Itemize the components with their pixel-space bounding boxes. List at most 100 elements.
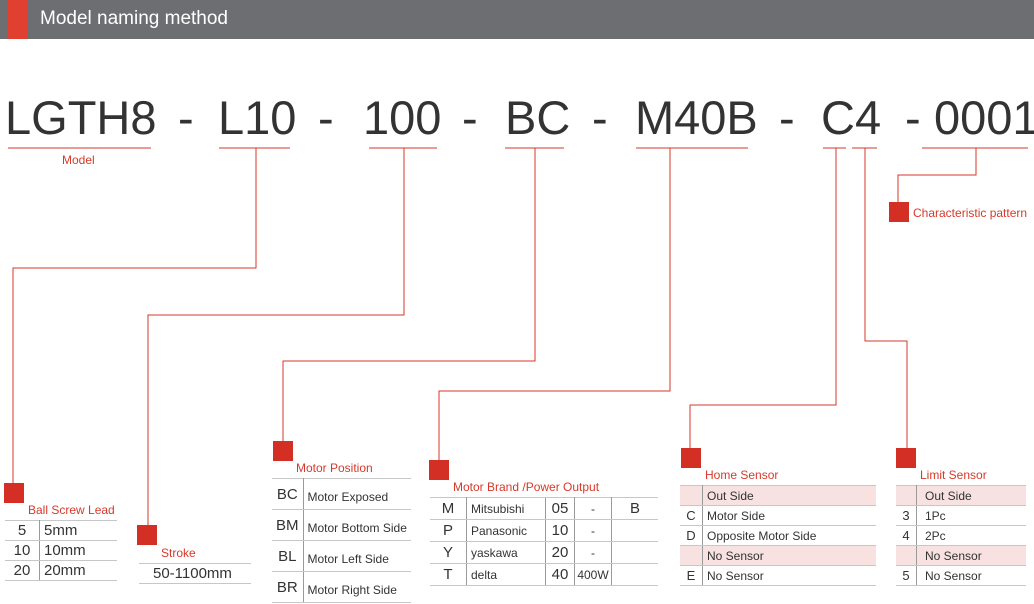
table-cell: 400W [574, 563, 612, 586]
table-cell: E [680, 565, 703, 586]
table-row: BC Motor Exposed [272, 478, 411, 510]
separator: - [318, 91, 334, 144]
table-cell: 5 [5, 520, 40, 541]
segment-motor-position: BC [505, 91, 571, 144]
home-sensor-table: Out Side C Motor Side D Opposite Motor S… [680, 485, 876, 586]
table-cell: Panasonic [466, 519, 546, 542]
marker-square [4, 483, 24, 503]
table-row: T delta 40 400W [430, 563, 658, 586]
table-cell: 5mm [39, 520, 117, 541]
table-cell [896, 545, 917, 566]
table-cell: BC [272, 478, 304, 510]
page-title: Model naming method [40, 8, 228, 29]
table-cell: BM [272, 509, 304, 541]
table-row: 5 5mm [5, 520, 117, 541]
table-row: D Opposite Motor Side [680, 525, 876, 546]
table-cell: Out Side [916, 485, 1026, 506]
table-cell: 10mm [39, 540, 117, 561]
table-cell: - [574, 519, 612, 542]
separator: - [178, 91, 194, 144]
separator: - [462, 91, 478, 144]
segment-model: LGTH8 [5, 91, 157, 144]
table-cell: Out Side [702, 485, 876, 506]
table-cell: BL [272, 540, 304, 572]
table-cell: B [611, 497, 658, 520]
table-cell: Opposite Motor Side [702, 525, 876, 546]
table-row: M Mitsubishi 05 - B [430, 497, 658, 520]
table-row: P Panasonic 10 - [430, 519, 658, 542]
table-row: C Motor Side [680, 505, 876, 526]
table-cell [680, 545, 703, 566]
table-cell [680, 485, 703, 506]
table-row: 20 20mm [5, 560, 117, 581]
limit-sensor-label: Limit Sensor [920, 468, 987, 482]
table-row: 5 No Sensor [896, 565, 1026, 586]
table-row: E No Sensor [680, 565, 876, 586]
segment-lead: L10 [218, 91, 297, 144]
table-cell: No Sensor [916, 565, 1026, 586]
table-cell: No Sensor [916, 545, 1026, 566]
table-cell: 2Pc [916, 525, 1026, 546]
table-cell: Y [430, 541, 467, 564]
table-row: 4 2Pc [896, 525, 1026, 546]
table-cell: 4 [896, 525, 917, 546]
table-cell: 20 [5, 560, 40, 581]
table-cell: 50-1100mm [139, 563, 251, 584]
table-cell: BR [272, 571, 304, 603]
segment-stroke: 100 [363, 91, 442, 144]
header-bar: Model naming method [0, 0, 1034, 39]
marker-square [137, 525, 157, 545]
table-cell: M [430, 497, 467, 520]
table-row: BL Motor Left Side [272, 540, 411, 572]
motor-position-table: BC Motor Exposed BM Motor Bottom Side BL… [272, 478, 411, 603]
table-cell: 10 [5, 540, 40, 561]
table-cell: Mitsubishi [466, 497, 546, 520]
marker-square [889, 202, 909, 222]
table-cell: 20mm [39, 560, 117, 581]
table-cell [611, 563, 658, 586]
table-cell: Motor Bottom Side [303, 509, 411, 541]
table-row: BR Motor Right Side [272, 571, 411, 603]
ball-screw-table: 5 5mm 10 10mm 20 20mm [5, 520, 117, 581]
segment-characteristic: 0001 [934, 91, 1034, 144]
table-cell: Motor Left Side [303, 540, 411, 572]
table-cell: D [680, 525, 703, 546]
segment-sensor: C4 [821, 91, 882, 144]
marker-square [681, 448, 701, 468]
table-row: BM Motor Bottom Side [272, 509, 411, 541]
table-row: 10 10mm [5, 540, 117, 561]
separator: - [779, 91, 795, 144]
table-cell: delta [466, 563, 546, 586]
separator: - [592, 91, 608, 144]
table-cell: 40 [545, 563, 575, 586]
characteristic-label: Characteristic pattern [913, 206, 1028, 220]
table-row: Out Side [680, 485, 876, 506]
motor-position-label: Motor Position [296, 461, 373, 475]
header-accent [7, 0, 27, 39]
table-cell: yaskawa [466, 541, 546, 564]
table-cell: C [680, 505, 703, 526]
table-row: 3 1Pc [896, 505, 1026, 526]
table-cell: Motor Exposed [303, 478, 411, 510]
table-cell: 1Pc [916, 505, 1026, 526]
table-cell: No Sensor [702, 545, 876, 566]
marker-square [429, 460, 449, 480]
table-cell: 5 [896, 565, 917, 586]
stroke-table: 50-1100mm [139, 563, 251, 584]
table-cell [611, 519, 658, 542]
table-cell: 10 [545, 519, 575, 542]
motor-brand-label: Motor Brand /Power Output [453, 480, 600, 494]
table-cell: P [430, 519, 467, 542]
stroke-label: Stroke [161, 546, 196, 560]
table-cell: Motor Side [702, 505, 876, 526]
table-row: No Sensor [896, 545, 1026, 566]
model-label: Model [62, 153, 95, 167]
table-cell: Motor Right Side [303, 571, 411, 603]
limit-sensor-table: Out Side 3 1Pc 4 2Pc No Sensor 5 No Sens… [896, 485, 1026, 586]
ball-screw-label: Ball Screw Lead [28, 503, 115, 517]
table-cell [896, 485, 917, 506]
motor-brand-table: M Mitsubishi 05 - B P Panasonic 10 - Y y… [430, 497, 658, 586]
marker-square [273, 441, 293, 461]
table-cell: T [430, 563, 467, 586]
